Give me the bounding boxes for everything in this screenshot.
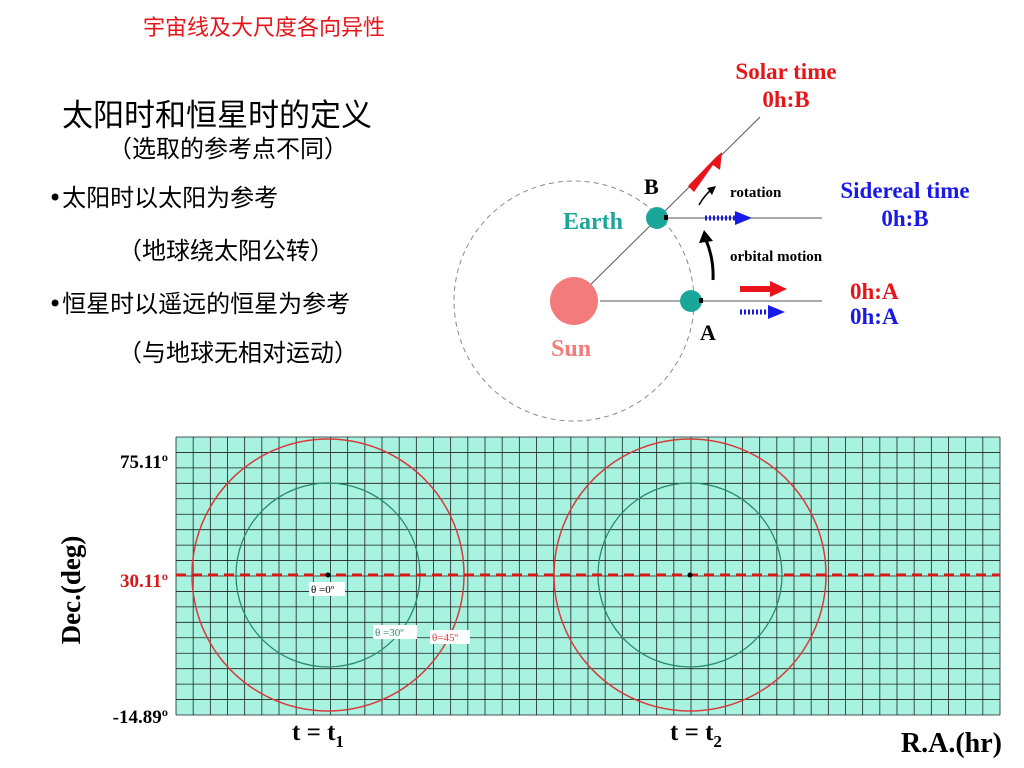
t2-label: t = t2 — [670, 719, 722, 751]
point-b-label: B — [644, 174, 659, 199]
orbital-motion-arc — [704, 239, 715, 281]
bullet-solar-time-note: （地球绕太阳公转） — [118, 237, 334, 265]
orbit-diagram: Solar time 0h:B Sidereal time 0h:B rotat… — [453, 59, 970, 422]
orbital-motion-arrow-icon — [699, 230, 713, 243]
theta-0-label: θ =0º — [311, 584, 335, 596]
bullet-solar-time: •太阳时以太阳为参考 — [48, 184, 279, 212]
rotation-arrow-icon — [707, 186, 716, 195]
x-axis-label: R.A.(hr) — [901, 728, 1002, 759]
heading: 太阳时和恒星时的定义 — [62, 98, 372, 134]
y-axis-label: Dec.(deg) — [56, 536, 86, 645]
bullet-sidereal-time: •恒星时以遥远的恒星为参考 — [48, 290, 351, 318]
theta-30-label: θ =30º — [375, 627, 404, 639]
earth-at-a-icon — [680, 290, 702, 312]
solar-time-value: 0h:B — [762, 87, 809, 112]
point-a-label: A — [700, 320, 716, 345]
theta-30-label-bg — [373, 625, 417, 639]
sidereal-time-value: 0h:B — [881, 206, 928, 231]
a-solar-value: 0h:A — [850, 279, 899, 304]
theta-45-label: θ=45º — [432, 632, 458, 644]
rotation-label: rotation — [730, 185, 782, 201]
earth-at-b-icon — [646, 207, 668, 229]
bullet-sidereal-time-note: （与地球无相对运动） — [118, 339, 358, 367]
sun-label: Sun — [551, 336, 591, 362]
center-dot-right — [687, 572, 693, 578]
y-tick-bottom: -14.89º — [113, 707, 168, 728]
subheading: （选取的参考点不同） — [108, 135, 348, 163]
a-sidereal-value: 0h:A — [850, 304, 899, 329]
solar-arrow-a-icon — [770, 281, 787, 297]
sidereal-time-label: Sidereal time — [840, 178, 969, 203]
solar-direction-line — [573, 116, 761, 302]
earth-label: Earth — [563, 209, 623, 235]
sidereal-arrow-b-icon — [735, 211, 752, 225]
solar-time-label: Solar time — [735, 59, 836, 84]
y-tick-mid: 30.11º — [120, 571, 168, 592]
center-dot-left — [325, 572, 331, 578]
slide-title: 宇宙线及大尺度各向异性 — [143, 16, 386, 41]
t1-label: t = t1 — [292, 719, 344, 751]
y-tick-top: 75.11º — [120, 452, 168, 473]
sidereal-arrow-a-icon — [768, 305, 785, 319]
sun-icon — [550, 277, 598, 325]
theta-0-label-bg — [309, 582, 345, 596]
theta-45-label-bg — [430, 630, 470, 644]
marker-b — [664, 215, 668, 220]
solar-arrow-b-icon — [688, 152, 722, 192]
orbital-motion-label: orbital motion — [730, 249, 823, 265]
marker-a — [699, 298, 703, 303]
